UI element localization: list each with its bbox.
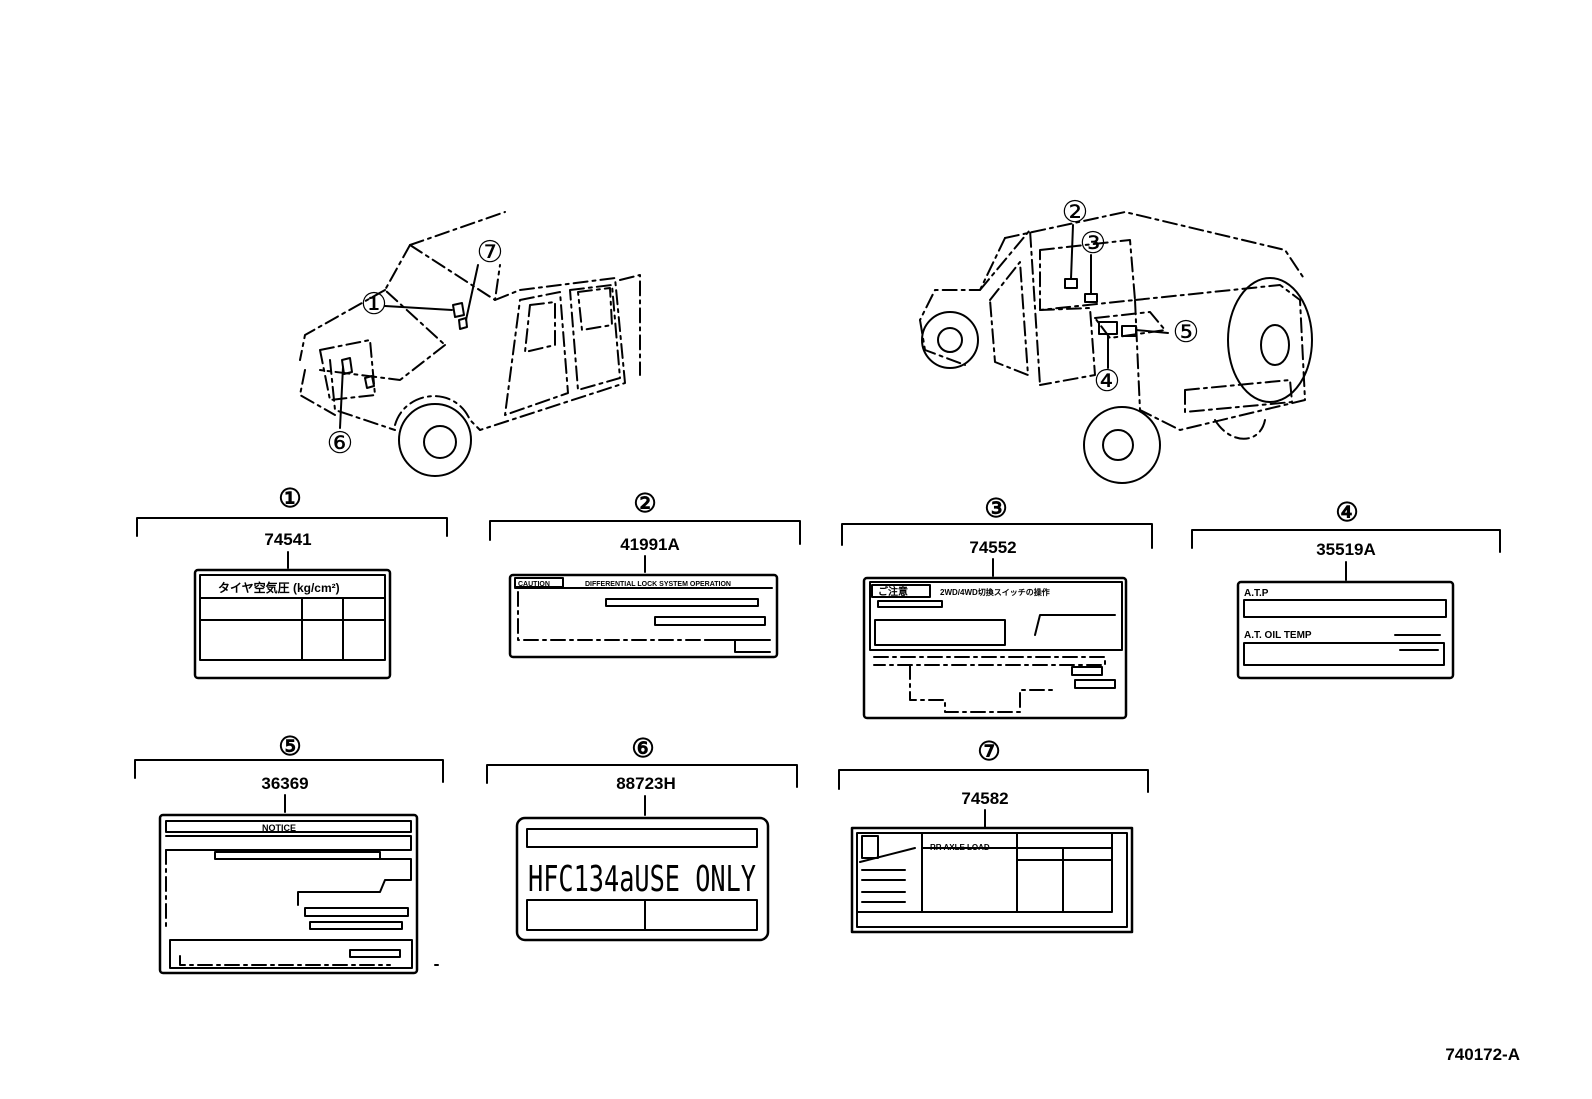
label-1-index: ① — [278, 483, 301, 513]
label-2-index: ② — [633, 488, 656, 518]
vehicle-callouts: ① ⑦ ⑥ ② ③ ⑤ ④ — [327, 196, 1200, 460]
label-7-index: ⑦ — [977, 736, 1000, 766]
label-5-part-number: 36369 — [261, 774, 308, 793]
label-5-notice-text: NOTICE — [262, 823, 296, 833]
label-3-index: ③ — [984, 493, 1007, 523]
callout-7-front: ⑦ — [477, 236, 504, 269]
label-7-axle-load-text: RR AXLE LOAD — [930, 843, 990, 852]
label-4-index: ④ — [1335, 497, 1358, 527]
label-2-caution-text: CAUTION — [518, 581, 550, 588]
front-vehicle-illustration — [299, 211, 641, 477]
label-3-part-number: 74552 — [969, 538, 1016, 557]
label-6-index: ⑥ — [631, 733, 654, 763]
label-4-part-number: 35519A — [1316, 540, 1376, 559]
label-6-group: ⑥ 88723H HFC134aUSE ONLY — [486, 733, 798, 942]
label-7-group: ⑦ 74582 RR AXLE LOAD — [838, 736, 1149, 934]
label-4-oil-temp-text: A.T. OIL TEMP — [1244, 630, 1312, 641]
label-4-atp-text: A.T.P — [1244, 588, 1269, 599]
callout-4-rear: ④ — [1094, 365, 1121, 398]
label-3-group: ③ 74552 ご注意 2WD/4WD切換スイッチの操作 — [841, 493, 1153, 720]
label-6-part-number: 88723H — [616, 774, 676, 793]
label-6-main-text: HFC134aUSE ONLY — [528, 859, 756, 900]
label-3-caution-text: ご注意 — [878, 585, 908, 598]
rear-vehicle-illustration — [919, 211, 1313, 484]
label-4-group: ④ 35519A A.T.P A.T. OIL TEMP — [1191, 497, 1501, 680]
label-5-index: ⑤ — [278, 731, 301, 761]
figure-id: 740172-A — [1445, 1045, 1520, 1064]
callout-2-rear: ② — [1062, 196, 1089, 229]
label-1-group: ① 74541 タイヤ空気圧 (kg/cm²) — [136, 483, 448, 680]
label-7-part-number: 74582 — [961, 789, 1008, 808]
label-3-header-text: 2WD/4WD切換スイッチの操作 — [940, 587, 1050, 597]
label-2-part-number: 41991A — [620, 535, 680, 554]
callout-1-front: ① — [361, 288, 388, 321]
callout-5-rear: ⑤ — [1173, 316, 1200, 349]
label-1-header-text: タイヤ空気圧 (kg/cm²) — [218, 580, 340, 595]
label-1-part-number: 74541 — [264, 530, 311, 549]
label-2-header-text: DIFFERENTIAL LOCK SYSTEM OPERATION — [585, 581, 731, 588]
callout-3-rear: ③ — [1080, 227, 1107, 260]
label-5-group: ⑤ 36369 NOTICE — [134, 731, 444, 975]
label-2-group: ② 41991A CAUTION DIFFERENTIAL LOCK SYSTE… — [489, 488, 801, 659]
callout-6-front: ⑥ — [327, 427, 354, 460]
